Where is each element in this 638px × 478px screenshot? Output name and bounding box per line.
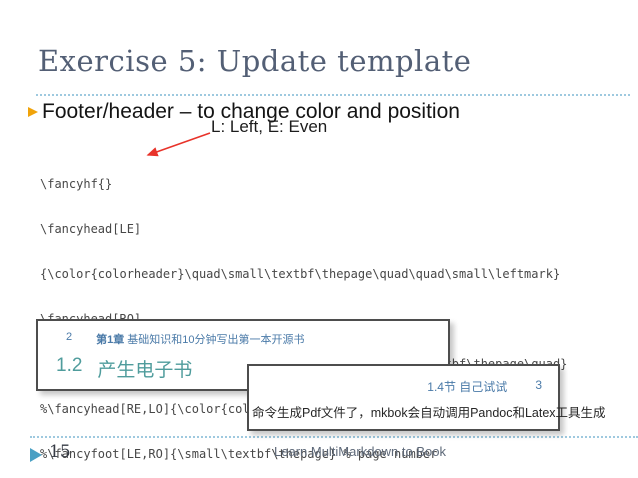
book-page-2-number: 3 xyxy=(535,378,542,392)
book-page-2-section: 1.4节 自己试试 xyxy=(427,380,508,394)
book-page-1-number: 2 xyxy=(66,331,73,343)
bullet-text: Footer/header – to change color and posi… xyxy=(42,100,460,123)
code-line: {\color{colorheader}\quad\small\textbf\t… xyxy=(40,267,561,281)
title-divider xyxy=(36,94,630,96)
code-line: \fancyhead[LE] xyxy=(40,222,142,236)
code-line: \fancyhf{} xyxy=(40,177,113,191)
slide-title: Exercise 5: Update template xyxy=(38,44,472,78)
bullet-triangle-icon xyxy=(28,107,38,117)
book-page-2-body: 命令生成Pdf文件了，mkbok会自动调用Pandoc和Latex工具生成 xyxy=(252,406,606,420)
bullet-item: Footer/header – to change color and posi… xyxy=(28,100,460,124)
annotation-label: L: Left, E: Even xyxy=(211,117,328,136)
book-page-1-header: 2 第1章 基础知识和10分钟写出第一本开源书 xyxy=(66,331,305,347)
book-page-2-header: 1.4节 自己试试 3 xyxy=(427,378,542,395)
book-page-1-section: 1.2 产生电子书 xyxy=(56,355,192,382)
footer-triangle-icon xyxy=(30,448,42,462)
code-line: %\fancyfoot[LE,RO]{\small\textbf\thepage… xyxy=(40,447,438,461)
book-page-1-chapter: 第1章 基础知识和10分钟写出第一本开源书 xyxy=(96,331,304,347)
footer-divider xyxy=(30,436,638,438)
section-number: 1.2 xyxy=(56,355,83,376)
slide-page-number: 15 xyxy=(49,442,71,462)
book-page-screenshot-2: 1.4节 自己试试 3 命令生成Pdf文件了，mkbok会自动调用Pandoc和… xyxy=(247,364,606,431)
chapter-title: 基础知识和10分钟写出第一本开源书 xyxy=(124,334,305,346)
section-title: 产生电子书 xyxy=(97,360,193,381)
footer-title: Learn MultiMarkdown to Book xyxy=(274,444,446,459)
chapter-label: 第1章 xyxy=(96,334,125,346)
